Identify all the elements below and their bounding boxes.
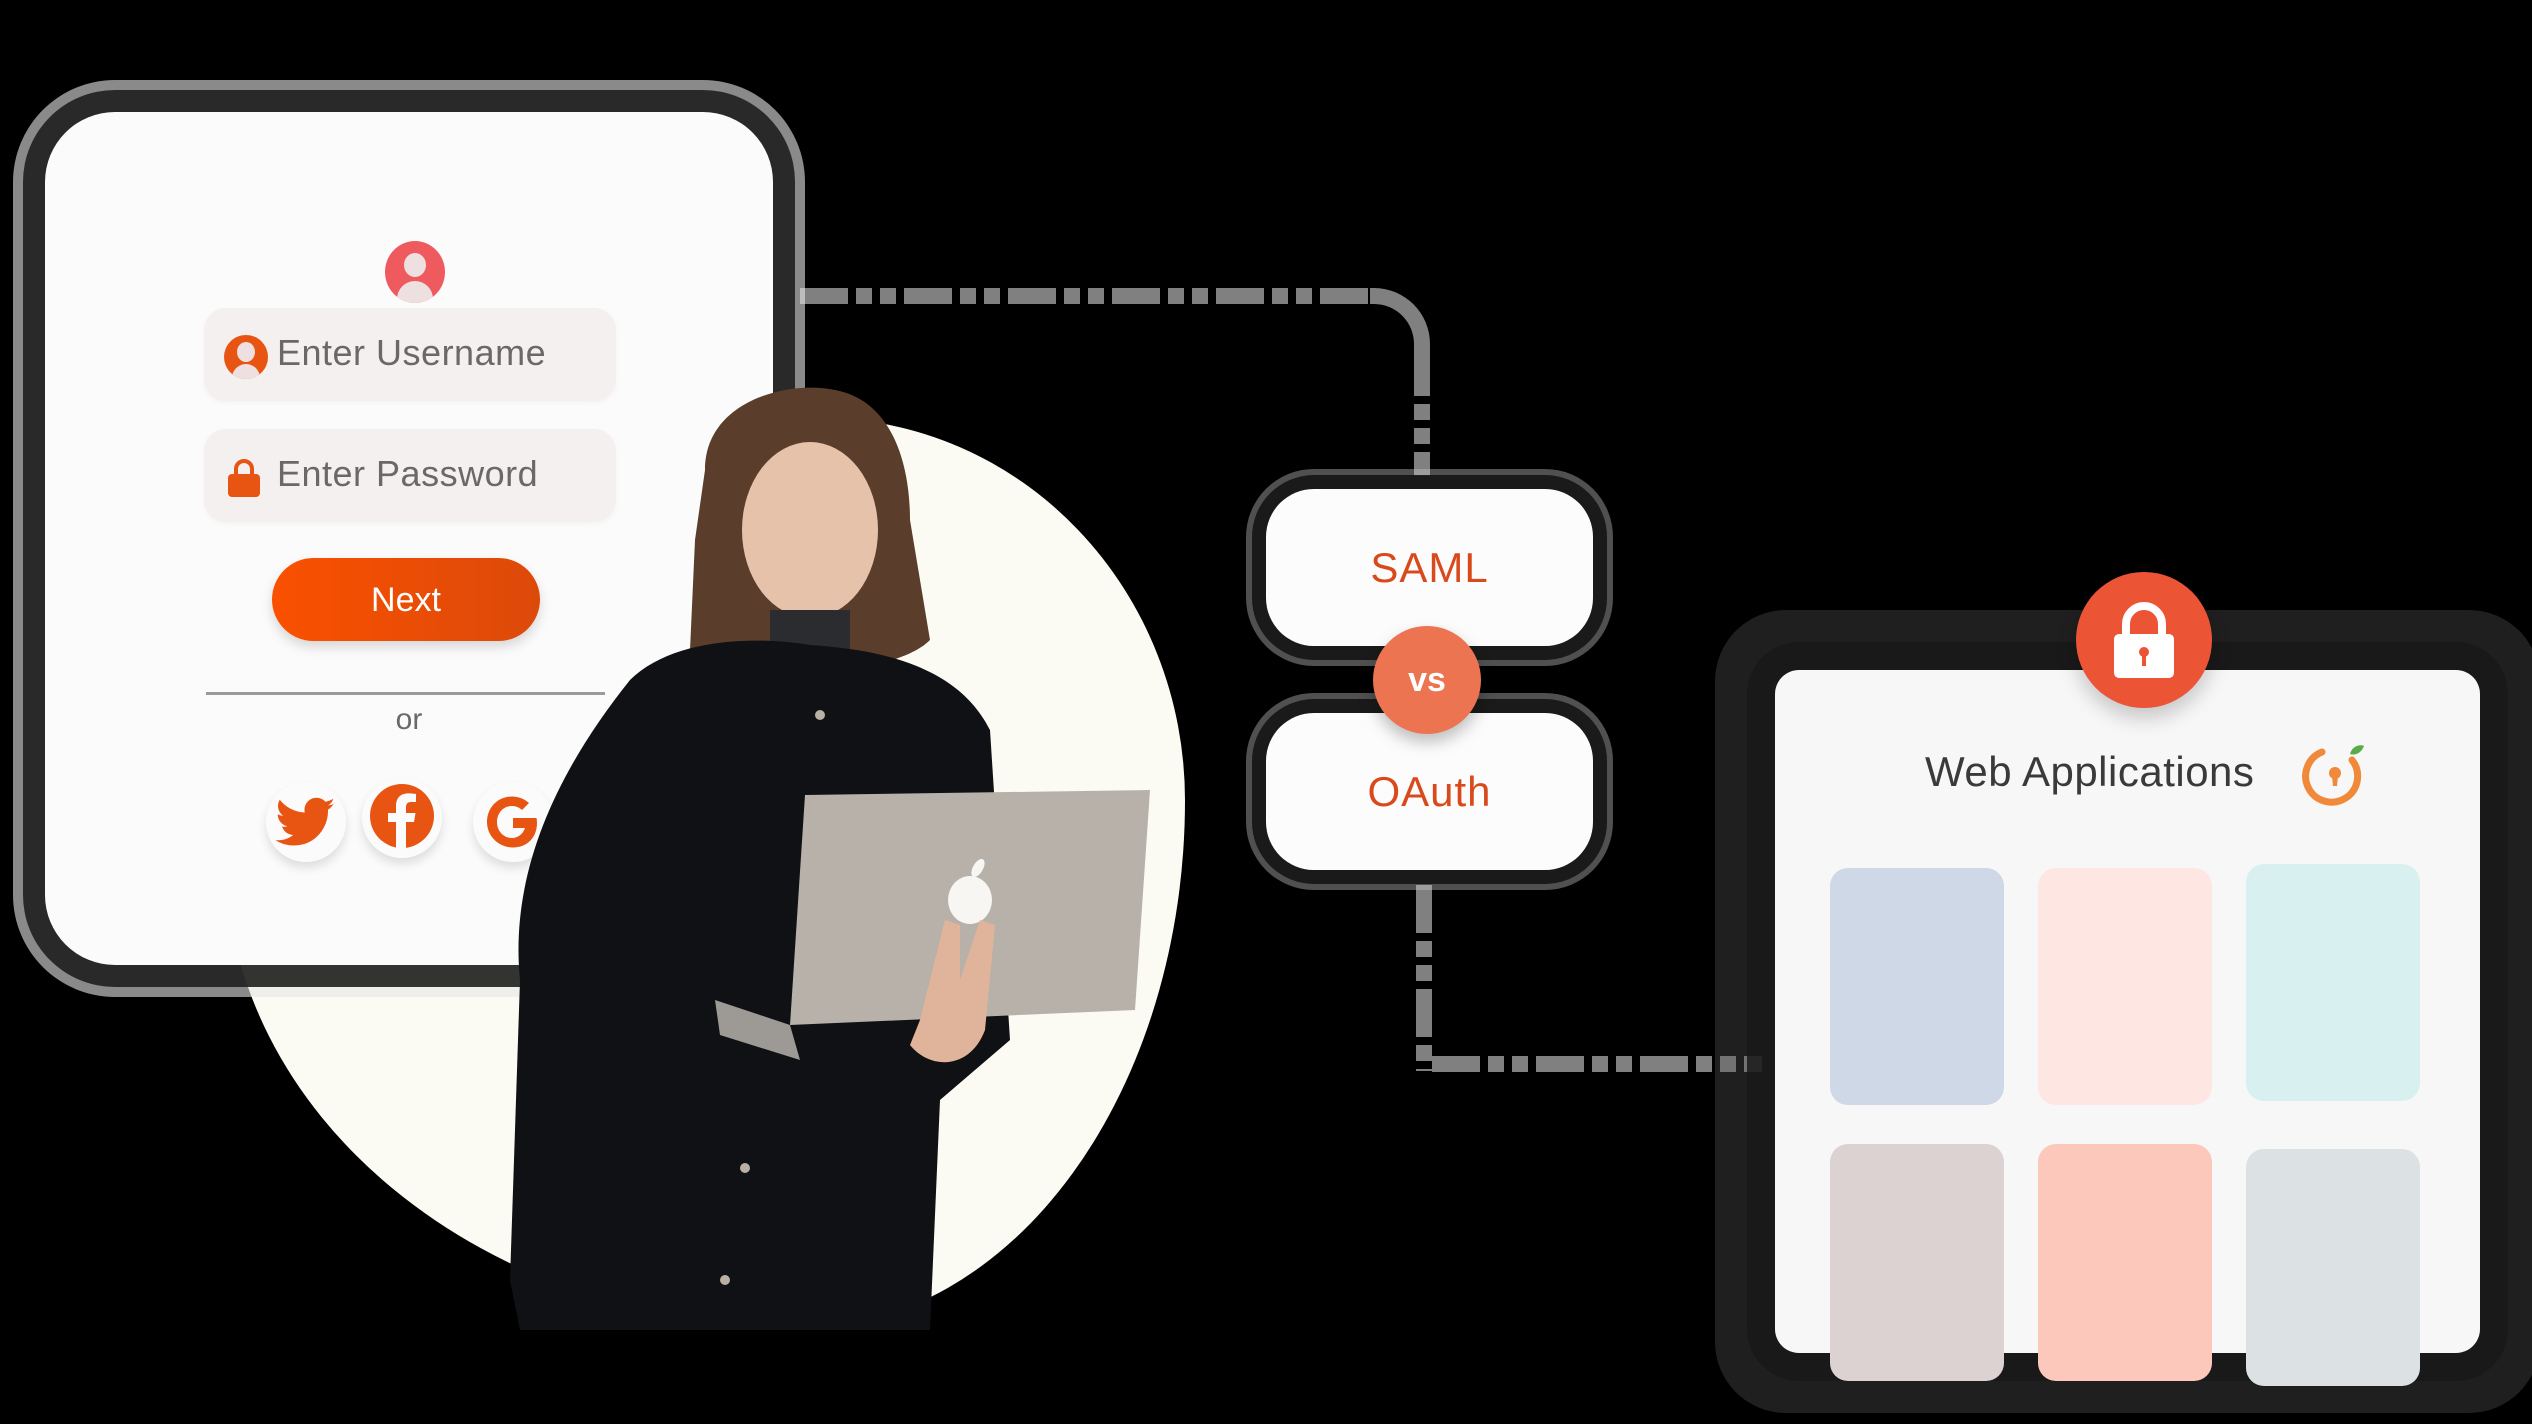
avatar-icon [385,241,445,303]
connector-bottom [1432,1056,1762,1072]
twitter-icon [275,797,335,846]
saml-card: SAML [1266,489,1593,646]
connector-top-vertical [1414,348,1430,476]
facebook-icon [370,784,434,848]
app-tile-2[interactable] [2038,868,2212,1105]
connector-top [800,288,1372,304]
saml-label: SAML [1370,544,1489,591]
app-tile-3[interactable] [2246,864,2420,1101]
lock-icon [228,459,260,497]
password-field[interactable]: Enter Password [204,429,616,522]
facebook-button[interactable] [362,778,442,858]
brand-logo-icon [2302,745,2364,806]
app-tile-4[interactable] [1830,1144,2004,1381]
connector-top-corner [1370,288,1430,348]
or-label: or [395,703,423,736]
app-tile-1[interactable] [1830,868,2004,1105]
lock-badge [2076,572,2212,708]
oauth-label: OAuth [1367,768,1492,815]
divider [206,692,605,695]
google-icon [487,796,537,848]
app-tile-6[interactable] [2246,1149,2420,1386]
username-field[interactable]: Enter Username [204,308,616,401]
padlock-icon [2114,602,2174,678]
vs-label: VS [1408,661,1446,699]
username-placeholder: Enter Username [277,332,547,373]
next-button[interactable]: Next [272,558,540,641]
app-tile-5[interactable] [2038,1144,2212,1381]
twitter-button[interactable] [266,782,346,862]
oauth-card: OAuth [1266,713,1593,870]
web-applications-title: Web Applications [1925,748,2255,795]
password-placeholder: Enter Password [277,453,539,494]
vs-badge: VS [1373,626,1481,734]
person-with-laptop-illustration [510,387,1150,1330]
connector-bottom-vertical [1416,885,1432,1071]
user-icon [224,335,268,379]
